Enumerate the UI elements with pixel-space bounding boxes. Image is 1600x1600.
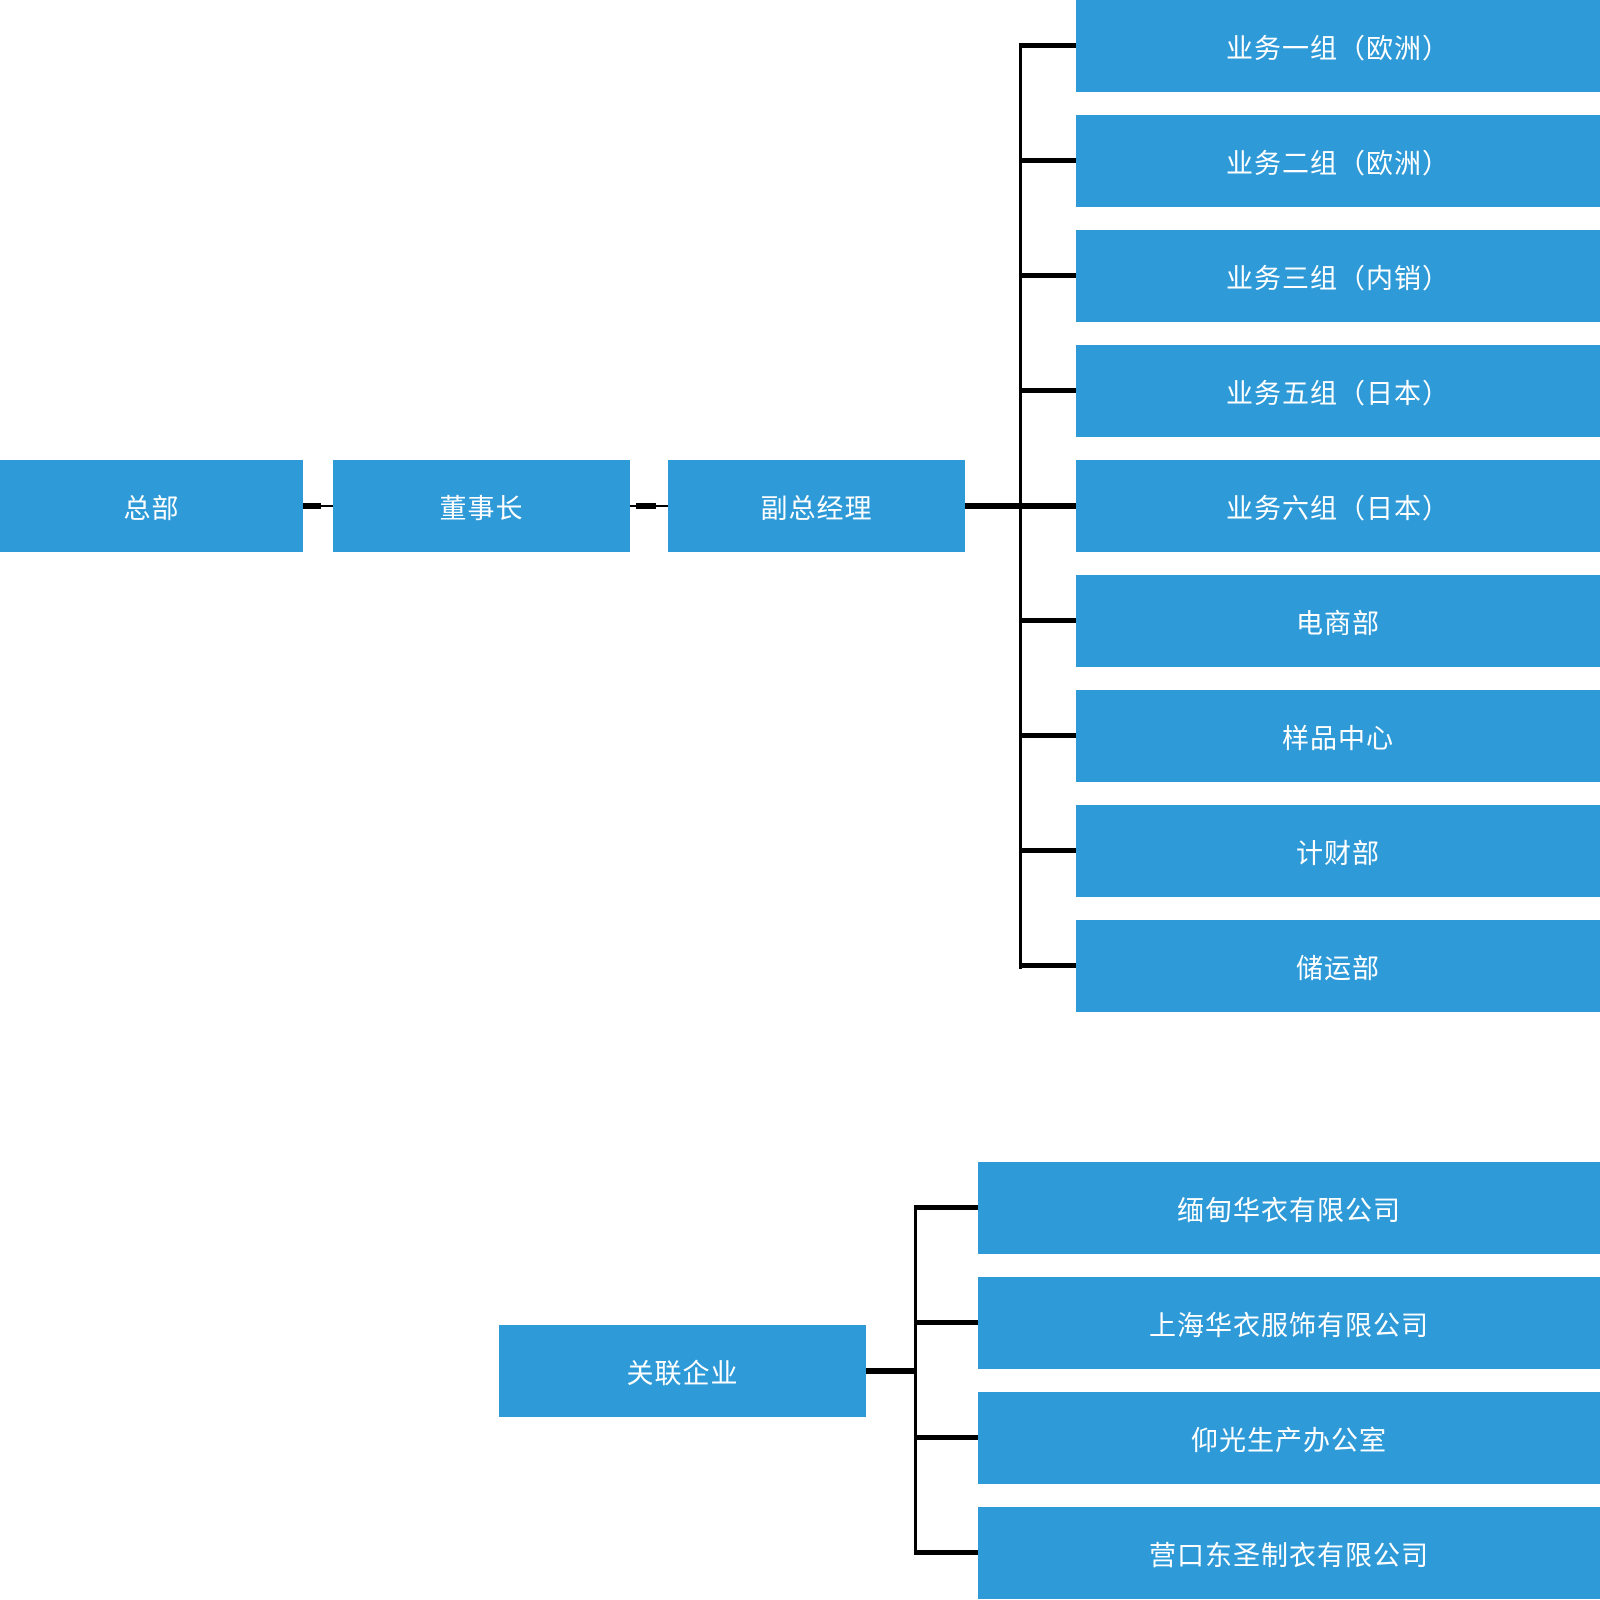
- node-chairman-label: 董事长: [439, 493, 524, 524]
- node-myanmar-huayi-co-label: 缅甸华衣有限公司: [1177, 1195, 1401, 1226]
- node-business-group-1-europe: 业务一组（欧洲）: [1076, 0, 1600, 92]
- connector-tick-affiliate-4: [914, 1550, 978, 1555]
- node-finance-dept: 计财部: [1076, 805, 1600, 897]
- node-business-group-5-japan: 业务五组（日本）: [1076, 345, 1600, 437]
- node-finance-dept-label: 计财部: [1296, 838, 1380, 869]
- node-business-group-1-europe-label: 业务一组（欧洲）: [1226, 33, 1450, 64]
- node-headquarters: 总部: [0, 460, 303, 552]
- node-shanghai-huayi-apparel-co: 上海华衣服饰有限公司: [978, 1277, 1600, 1369]
- node-business-group-2-europe-label: 业务二组（欧洲）: [1226, 148, 1450, 179]
- connector-tick-dept-4: [1019, 388, 1076, 393]
- node-deputy-general-manager-label: 副总经理: [760, 493, 873, 524]
- node-myanmar-huayi-co: 缅甸华衣有限公司: [978, 1162, 1600, 1254]
- node-yingkou-dongsheng-garment-co-label: 营口东圣制衣有限公司: [1149, 1540, 1429, 1571]
- connector-chairman-dgm-thick: [636, 503, 656, 509]
- connector-tick-affiliate-2: [914, 1320, 978, 1325]
- node-business-group-3-domestic: 业务三组（内销）: [1076, 230, 1600, 322]
- node-business-group-3-domestic-label: 业务三组（内销）: [1226, 263, 1450, 294]
- node-storage-transport-dept: 储运部: [1076, 920, 1600, 1012]
- connector-tick-dept-8: [1019, 848, 1076, 853]
- connector-tick-dept-9: [1019, 963, 1076, 968]
- node-ecommerce-dept: 电商部: [1076, 575, 1600, 667]
- connector-tick-dept-7: [1019, 733, 1076, 738]
- node-business-group-2-europe: 业务二组（欧洲）: [1076, 115, 1600, 207]
- node-headquarters-label: 总部: [123, 493, 180, 524]
- connector-affiliates-trunk: [914, 1205, 917, 1555]
- connector-tick-dept-3: [1019, 273, 1076, 278]
- connector-hq-chairman-thick: [303, 503, 321, 509]
- node-sample-center-label: 样品中心: [1282, 723, 1394, 754]
- node-storage-transport-dept-label: 储运部: [1296, 953, 1380, 984]
- node-business-group-5-japan-label: 业务五组（日本）: [1226, 378, 1450, 409]
- connector-departments-trunk: [1019, 43, 1022, 969]
- node-affiliated-enterprises: 关联企业: [499, 1325, 866, 1417]
- node-deputy-general-manager: 副总经理: [668, 460, 965, 552]
- connector-tick-dept-6: [1019, 618, 1076, 623]
- node-shanghai-huayi-apparel-co-label: 上海华衣服饰有限公司: [1149, 1310, 1429, 1341]
- connector-tick-dept-1: [1019, 43, 1076, 48]
- node-yingkou-dongsheng-garment-co: 营口东圣制衣有限公司: [978, 1507, 1600, 1599]
- connector-tick-affiliate-3: [914, 1435, 978, 1440]
- node-yangon-production-office: 仰光生产办公室: [978, 1392, 1600, 1484]
- connector-tick-affiliate-1: [914, 1205, 978, 1210]
- node-ecommerce-dept-label: 电商部: [1296, 608, 1380, 639]
- connector-affiliates-parent: [866, 1368, 917, 1374]
- node-chairman: 董事长: [333, 460, 630, 552]
- node-sample-center: 样品中心: [1076, 690, 1600, 782]
- node-yangon-production-office-label: 仰光生产办公室: [1191, 1425, 1387, 1456]
- node-affiliated-enterprises-label: 关联企业: [626, 1358, 739, 1389]
- connector-tick-dept-2: [1019, 158, 1076, 163]
- node-business-group-6-japan-label: 业务六组（日本）: [1226, 493, 1450, 524]
- node-business-group-6-japan: 业务六组（日本）: [1076, 460, 1600, 552]
